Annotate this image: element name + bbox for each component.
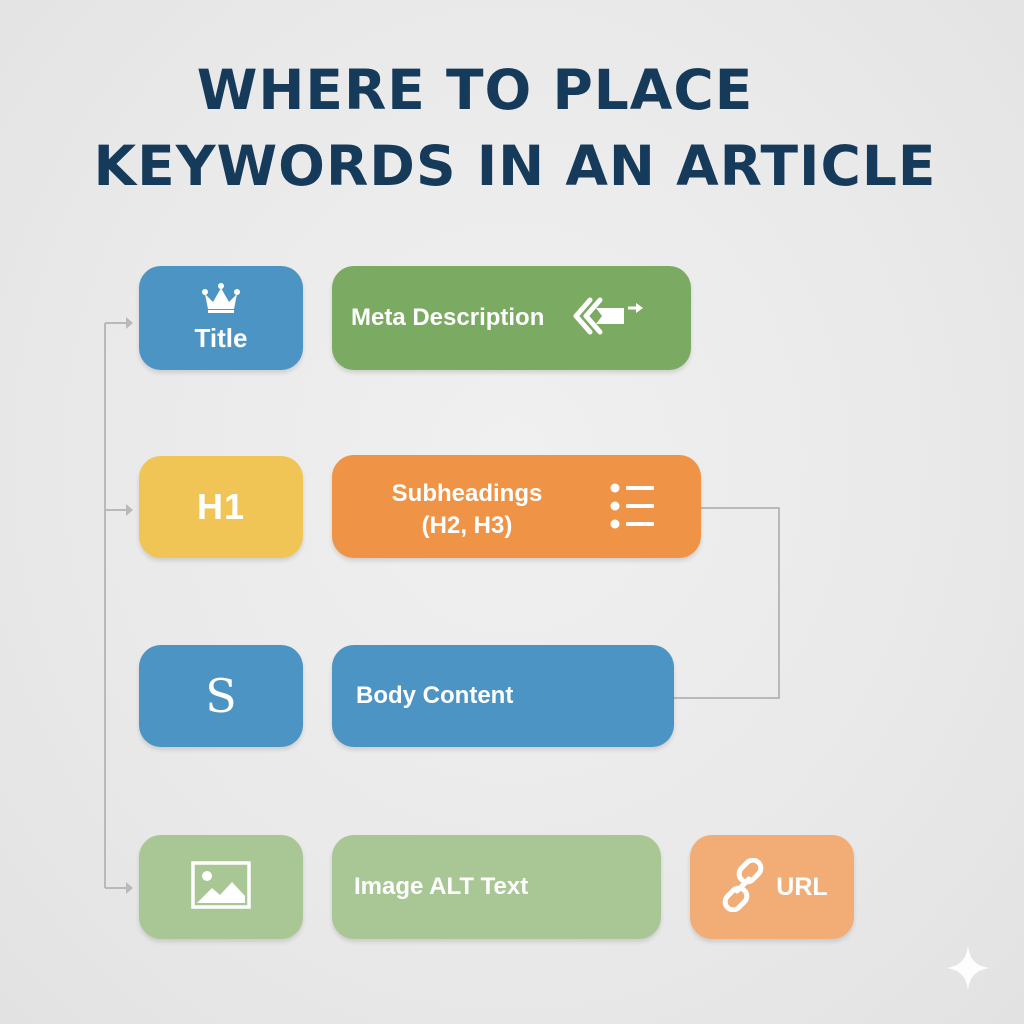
s-label: S — [205, 669, 237, 723]
title-box: Title — [139, 266, 303, 370]
image-box — [139, 835, 303, 939]
crown-icon — [201, 282, 241, 319]
subheadings-sublabel: (H2, H3) — [421, 512, 513, 539]
arrowhead-h1 — [126, 504, 133, 516]
subheadings-text: Subheadings (H2, H3) — [332, 478, 602, 542]
subheadings-label: Subheadings — [391, 480, 543, 507]
image-alt-text-box: Image ALT Text — [332, 835, 661, 939]
meta-description-box: Meta Description — [332, 266, 691, 370]
title-label: Title — [194, 323, 248, 353]
url-box: URL — [690, 835, 854, 939]
body-content-label: Body Content — [356, 682, 514, 709]
h1-label: H1 — [196, 486, 246, 527]
arrowhead-title — [126, 317, 133, 329]
code-arrow-icon — [572, 294, 648, 343]
meta-description-label: Meta Description — [351, 304, 545, 331]
list-icon — [608, 482, 658, 537]
title-line-1: WHERE TO PLACE — [196, 58, 754, 122]
title-line-2: KEYWORDS IN AN ARTICLE — [93, 134, 937, 198]
sparkle-icon — [944, 944, 992, 997]
url-label: URL — [776, 872, 828, 901]
diagram-title: WHERE TO PLACE KEYWORDS IN AN ARTICLE — [0, 52, 1024, 204]
arrowhead-image — [126, 882, 133, 894]
subheadings-box: Subheadings (H2, H3) — [332, 455, 701, 558]
image-alt-text-label: Image ALT Text — [354, 873, 529, 900]
s-box: S — [139, 645, 303, 747]
link-icon — [716, 857, 770, 917]
image-icon — [190, 860, 252, 915]
h1-box: H1 — [139, 456, 303, 558]
body-content-box: Body Content — [332, 645, 674, 747]
